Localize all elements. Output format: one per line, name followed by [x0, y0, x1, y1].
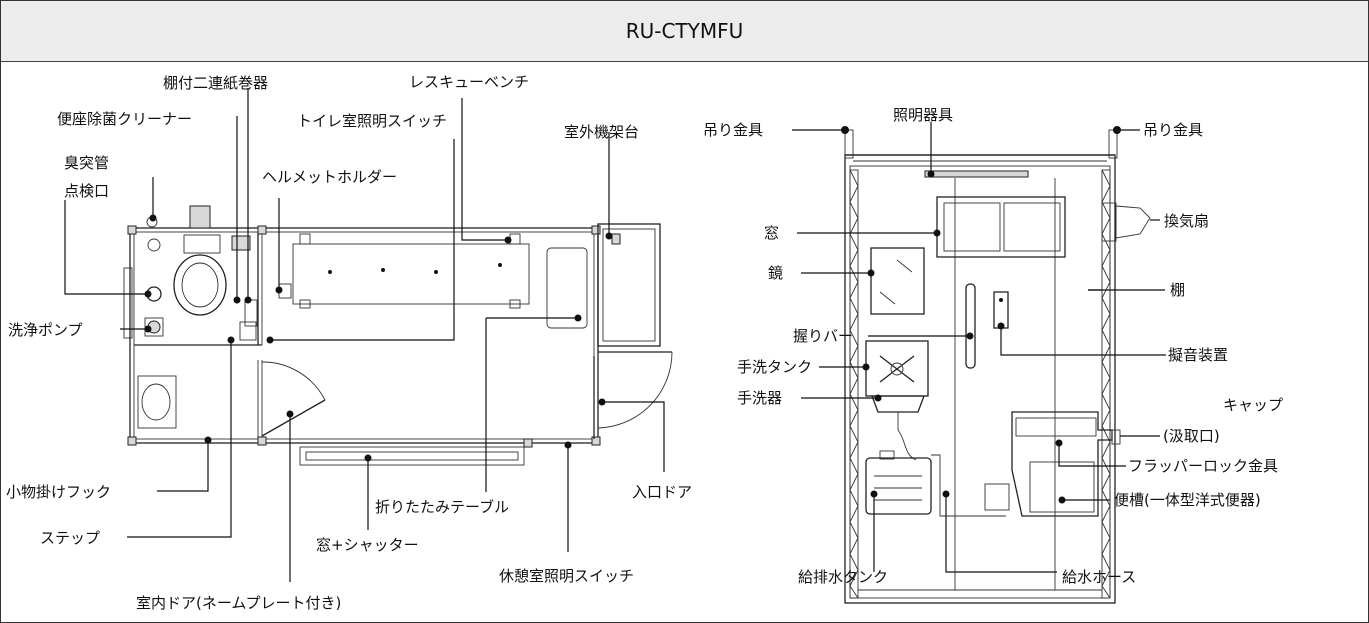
label-sound-device: 擬音装置 — [1168, 346, 1228, 364]
label-tana-paper: 棚付二連紙巻器 — [163, 74, 268, 92]
label-water-hose: 給水ホース — [1062, 568, 1136, 586]
window-shutter-shape — [299, 446, 525, 466]
plan-outline — [129, 227, 599, 444]
label-seat-cleaner: 便座除菌クリーナー — [57, 110, 192, 128]
rescue-bench-shape — [292, 243, 530, 305]
light-fixture-shape — [924, 170, 1029, 178]
label-cap-sub: (汲取口) — [1163, 427, 1220, 445]
label-wash-basin: 手洗器 — [737, 389, 782, 407]
label-outdoor-unit-stand: 室外機架台 — [564, 123, 639, 141]
label-inner-door: 室内ドア(ネームプレート付き) — [136, 594, 341, 612]
label-step: ステップ — [40, 529, 100, 547]
label-tank-toilet: 便槽(一体型洋式便器) — [1114, 491, 1261, 509]
label-hook-left: 吊り金具 — [703, 121, 763, 139]
label-rescue-bench: レスキューベンチ — [409, 73, 529, 91]
inner-door-swing — [261, 361, 326, 401]
label-water-tank: 給排水タンク — [798, 568, 888, 586]
label-hook-right: 吊り金具 — [1143, 121, 1203, 139]
entrance-door-swing — [597, 351, 673, 429]
label-window: 窓 — [764, 224, 779, 242]
label-flush-pump: 洗浄ポンプ — [8, 321, 83, 339]
label-mirror: 鏡 — [768, 264, 783, 282]
label-folding-table: 折りたたみテーブル — [375, 498, 509, 516]
label-odor-pipe: 臭突管 — [64, 154, 109, 172]
folding-table-shape — [546, 247, 588, 329]
label-fan: 換気扇 — [1164, 212, 1209, 230]
label-entrance-door: 入口ドア — [632, 483, 692, 501]
outdoor-unit-stand-shape — [597, 223, 661, 347]
mirror-shape — [870, 247, 925, 315]
elevation-view: 吊り金具 照明器具 吊り金具 換気扇 窓 鏡 棚 握りバー 擬音装置 手洗タンク… — [703, 106, 1283, 604]
toilet-tank-shape — [1011, 411, 1113, 517]
label-flapper: フラッパーロック金具 — [1128, 457, 1278, 475]
label-cap: キャップ — [1223, 396, 1283, 414]
plan-sink — [137, 375, 177, 429]
elevation-outline — [844, 154, 1116, 604]
label-helmet-holder: ヘルメットホルダー — [262, 168, 397, 186]
fan-shape — [1101, 202, 1117, 242]
header-bar: RU-CTYMFU — [1, 1, 1368, 62]
elevation-window-shape — [936, 196, 1066, 258]
odor-pipe-cap — [189, 205, 211, 229]
label-toilet-light-switch: トイレ室照明スイッチ — [297, 112, 447, 130]
plan-inner-outline — [133, 231, 595, 440]
label-wash-tank: 手洗タンク — [737, 358, 812, 376]
plan-toilet-bowl — [173, 254, 227, 316]
label-rest-light-switch: 休憩室照明スイッチ — [499, 567, 634, 585]
water-tank-shape — [865, 457, 932, 515]
label-window-shutter: 窓+シャッター — [316, 536, 419, 554]
label-inspection-port: 点検口 — [64, 182, 109, 200]
grab-bar-shape — [965, 283, 976, 369]
wash-basin-shape — [871, 395, 925, 413]
label-grab-bar: 握りバー — [793, 327, 853, 345]
diagram-title: RU-CTYMFU — [625, 19, 744, 43]
label-lighting: 照明器具 — [893, 106, 953, 124]
floor-plan: 棚付二連紙巻器 レスキューベンチ 便座除菌クリーナー トイレ室照明スイッチ 室外… — [6, 73, 692, 612]
label-hook: 小物掛けフック — [6, 483, 111, 501]
label-shelf: 棚 — [1170, 281, 1185, 299]
